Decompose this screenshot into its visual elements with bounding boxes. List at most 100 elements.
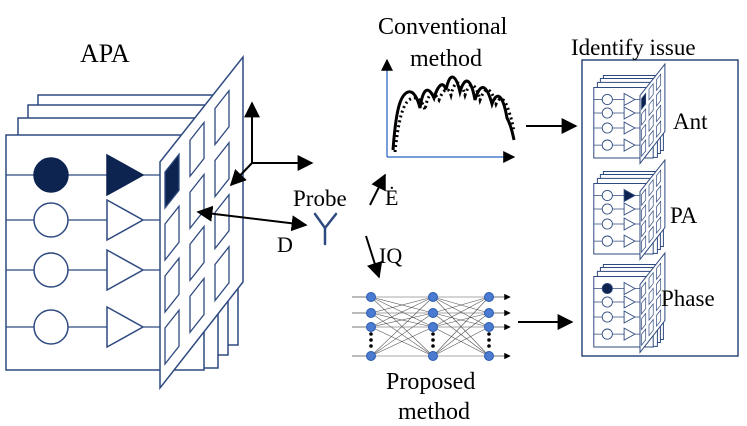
nn-connections — [352, 293, 511, 360]
mini-power-amplifier — [623, 234, 636, 248]
mini-power-amplifier — [623, 327, 636, 341]
nn-connection — [432, 312, 490, 328]
mini-power-amplifier — [623, 92, 636, 107]
nn-ellipsis-dot — [369, 344, 373, 348]
apa-label: APA — [80, 39, 130, 68]
iq-arrow — [365, 235, 383, 279]
mini-power-amplifier-faulty — [623, 188, 636, 203]
nn-connection — [370, 312, 434, 357]
nn-ellipsis-dot — [487, 338, 491, 342]
mini-antenna-panel — [639, 62, 666, 165]
antenna-element — [164, 256, 180, 314]
nn-node — [484, 322, 494, 332]
mini-power-amplifier — [623, 121, 636, 135]
nn-node — [366, 292, 376, 302]
antenna-element — [214, 244, 230, 303]
mini-antenna-element — [656, 169, 662, 188]
antenna-element — [214, 140, 230, 199]
nn-connection — [370, 312, 434, 328]
nn-node — [484, 308, 494, 318]
conventional-plot — [381, 58, 516, 163]
mini-power-amplifier — [623, 217, 636, 231]
nn-node — [428, 308, 438, 318]
conventional-method-label-line1: Conventional — [378, 14, 508, 40]
mini-antenna-element — [656, 104, 662, 123]
mini-antenna-element — [656, 293, 662, 312]
phase-shifter — [33, 309, 69, 345]
mini-antenna-element — [641, 281, 647, 300]
mini-antenna-element — [641, 235, 647, 254]
nn-node — [428, 322, 438, 332]
mini-antenna-element — [656, 262, 662, 281]
antenna-element-faulty — [164, 152, 180, 210]
probe-icon — [313, 212, 338, 246]
nn-node — [366, 322, 376, 332]
apa-module — [5, 54, 314, 391]
mini-power-amplifier — [623, 281, 636, 296]
mini-phase-shifter-faulty — [601, 282, 613, 295]
antenna-element — [189, 120, 205, 179]
mini-antenna-element — [641, 188, 647, 207]
nn-connection — [370, 296, 434, 328]
nn-connection — [370, 296, 434, 314]
mini-phase-shifter — [601, 107, 613, 119]
mini-antenna-element — [648, 129, 654, 148]
nn-ellipsis-dot — [431, 338, 435, 342]
mini-antenna-panel — [639, 158, 666, 261]
mini-phase-shifter — [601, 328, 613, 340]
antenna-element — [189, 276, 205, 335]
mini-phase-shifter — [601, 189, 613, 202]
mini-antenna-element — [648, 302, 654, 322]
mini-antenna-element — [648, 287, 654, 306]
nn-connection — [432, 296, 490, 357]
mini-antenna-element — [641, 139, 647, 158]
nn-connection — [370, 326, 434, 357]
phase-shifter — [33, 252, 69, 288]
nn-ellipsis-dot — [487, 344, 491, 348]
mini-power-amplifier — [623, 138, 636, 152]
mini-power-amplifier — [623, 310, 636, 324]
mini-antenna-element-faulty — [641, 92, 647, 111]
nn-node — [366, 351, 376, 361]
nn-ellipsis-dot — [369, 338, 373, 342]
mini-phase-shifter — [601, 296, 613, 308]
issue-phase-label: Phase — [661, 286, 715, 311]
nn-connection — [432, 296, 490, 314]
nn-connection — [432, 312, 490, 357]
coordinate-axes — [229, 101, 314, 187]
e-field-arrow — [369, 173, 386, 206]
mini-antenna-element — [648, 113, 654, 133]
mini-antenna-element — [656, 277, 662, 296]
mini-phase-shifter — [601, 235, 613, 247]
mini-power-amplifier — [623, 295, 636, 309]
mini-antenna-element — [656, 88, 662, 107]
mini-antenna-element — [648, 209, 654, 229]
mini-antenna-panel — [639, 251, 666, 354]
mini-antenna-element — [648, 82, 654, 101]
mini-phase-shifter — [601, 122, 613, 134]
mini-phase-shifter — [601, 218, 613, 230]
issue-ant-module — [593, 62, 666, 165]
iq-label: IQ — [379, 243, 403, 268]
issue-phase-module — [593, 251, 666, 354]
proposed-method-label-line1: Proposed — [386, 369, 476, 395]
antenna-element — [189, 224, 205, 283]
issue-pa-label: PA — [670, 203, 698, 228]
mini-phase-shifter — [601, 203, 613, 215]
e-field-label: Ė — [385, 185, 399, 210]
nn-connection — [432, 326, 490, 357]
issue-ant-label: Ant — [673, 109, 708, 134]
phase-shifter-faulty — [33, 157, 69, 193]
proposed-method-label-line2: method — [398, 399, 470, 425]
power-amplifier — [106, 198, 145, 242]
mini-antenna-element — [641, 107, 647, 127]
nn-ellipsis-dot — [431, 344, 435, 348]
mini-phase-shifter — [601, 139, 613, 151]
mini-power-amplifier — [623, 202, 636, 216]
nn-node — [484, 351, 494, 361]
mini-phase-shifter — [601, 311, 613, 323]
mini-antenna-element — [648, 98, 654, 117]
mini-antenna-element — [656, 309, 662, 328]
